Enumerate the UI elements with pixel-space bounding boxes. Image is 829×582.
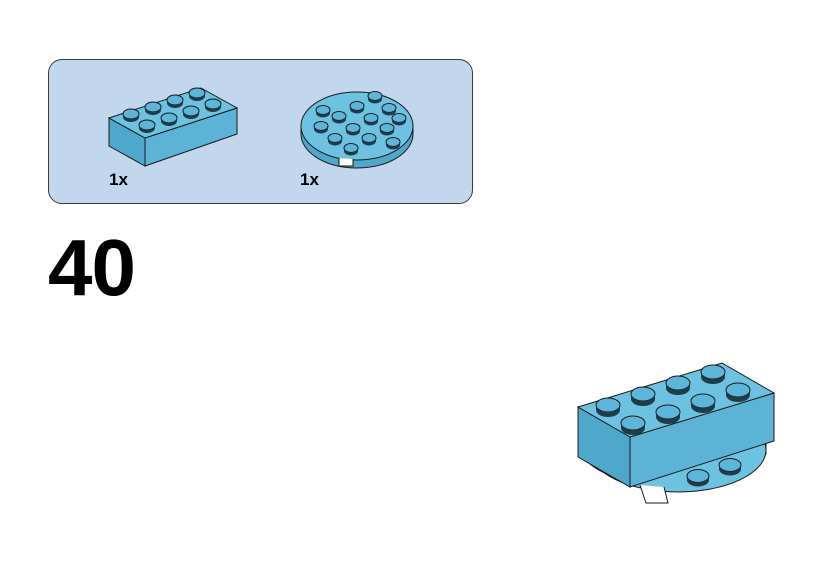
step-number: 40	[48, 223, 136, 312]
parts-list-callout: 1x	[48, 59, 473, 204]
brick-2x4-icon	[107, 74, 239, 168]
round-plate-quantity: 1x	[300, 170, 319, 189]
brick-quantity: 1x	[109, 170, 128, 189]
assembly-model-image	[570, 345, 780, 520]
round-plate-4x4-icon	[299, 86, 415, 170]
